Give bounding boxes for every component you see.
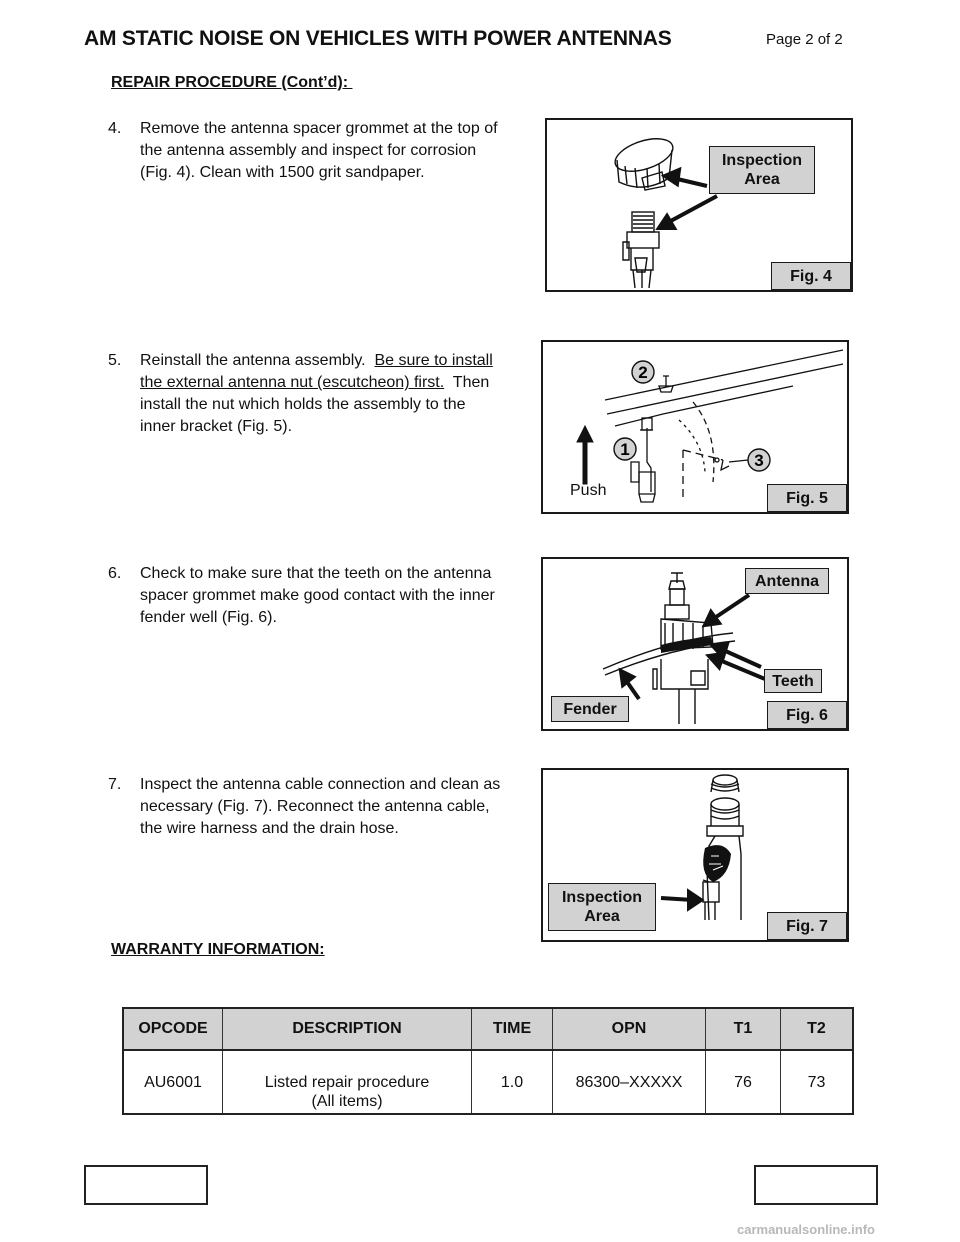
footer-box-right <box>754 1165 878 1205</box>
opcode-cell: AU6001 <box>122 1050 223 1114</box>
description-line: Listed repair procedure <box>264 1074 430 1091</box>
column-header: TIME <box>471 1008 553 1051</box>
teeth-label: Teeth <box>764 669 822 693</box>
step-text: Check to make sure that the teeth on the… <box>140 565 495 626</box>
cable-connection-illustration <box>660 774 744 921</box>
warranty-heading: WARRANTY INFORMATION: <box>111 941 325 958</box>
step-text: Remove the antenna spacer grommet at the… <box>140 120 498 181</box>
column-header: T1 <box>705 1008 781 1051</box>
table-header-row: OPCODE DESCRIPTION TIME OPN T1 T2 <box>122 1008 854 1051</box>
antenna-install-illustration: 2 1 3 <box>576 349 844 503</box>
column-header: DESCRIPTION <box>222 1008 472 1051</box>
step-number: 6. <box>108 565 122 582</box>
step-number: 4. <box>108 120 122 137</box>
description-cell: Listed repair procedure (All items) <box>222 1050 472 1114</box>
inspection-area-label: Inspection Area <box>548 883 656 931</box>
table-row: AU6001 Listed repair procedure (All item… <box>122 1050 854 1114</box>
callout-number: 2 <box>638 363 647 382</box>
step-text-part: Reinstall the antenna assembly. <box>140 352 375 369</box>
t1-cell: 76 <box>705 1050 781 1114</box>
inspection-area-label: Inspection Area <box>709 146 815 194</box>
warranty-table: OPCODE DESCRIPTION TIME OPN T1 T2 AU6001… <box>122 1007 854 1115</box>
label-line: Area <box>584 908 620 925</box>
column-header: T2 <box>780 1008 854 1051</box>
fender-label: Fender <box>551 696 629 722</box>
figure-caption: Fig. 5 <box>767 484 847 512</box>
footer-box-left <box>84 1165 208 1205</box>
figure-caption: Fig. 6 <box>767 701 847 729</box>
column-header: OPCODE <box>122 1008 223 1051</box>
step-text-emphasis: Be sure to install the external antenna … <box>140 352 493 391</box>
description-line: (All items) <box>311 1093 383 1110</box>
callout-number: 1 <box>620 440 629 459</box>
label-line: Inspection <box>561 889 642 906</box>
figure-4: Inspection Area Fig. 4 <box>545 118 853 292</box>
callout-3: 3 <box>747 448 771 472</box>
callout-1: 1 <box>613 437 637 461</box>
figure-caption: Fig. 4 <box>771 262 851 290</box>
callout-2: 2 <box>631 360 655 384</box>
repair-procedure-heading: REPAIR PROCEDURE (Cont’d): <box>111 74 353 91</box>
grommet-teeth-illustration <box>602 572 766 724</box>
figure-caption: Fig. 7 <box>767 912 847 940</box>
label-line: Inspection <box>721 152 802 169</box>
step-text-part: Then install the nut which holds the ass… <box>140 374 494 435</box>
page-title: AM STATIC NOISE ON VEHICLES WITH POWER A… <box>84 27 672 50</box>
step-text: Inspect the antenna cable connection and… <box>140 776 501 837</box>
watermark: carmanualsonline.info <box>737 1222 875 1237</box>
push-label: Push <box>570 482 607 499</box>
step-text: Reinstall the antenna assembly. Be sure … <box>140 350 505 438</box>
step-number: 5. <box>108 352 122 369</box>
figure-7: Inspection Area Fig. 7 <box>541 768 849 942</box>
page-number: Page 2 of 2 <box>766 31 843 48</box>
opn-cell: 86300–XXXXX <box>552 1050 706 1114</box>
column-header: OPN <box>552 1008 706 1051</box>
callout-number: 3 <box>754 451 763 470</box>
antenna-label: Antenna <box>745 568 829 594</box>
antenna-grommet-illustration <box>614 138 718 289</box>
label-line: Area <box>744 171 780 188</box>
figure-5: 2 1 3 Push Fig. 5 <box>541 340 849 514</box>
figure-6: Antenna Teeth Fender Fig. 6 <box>541 557 849 731</box>
t2-cell: 73 <box>780 1050 854 1114</box>
step-number: 7. <box>108 776 122 793</box>
time-cell: 1.0 <box>471 1050 553 1114</box>
